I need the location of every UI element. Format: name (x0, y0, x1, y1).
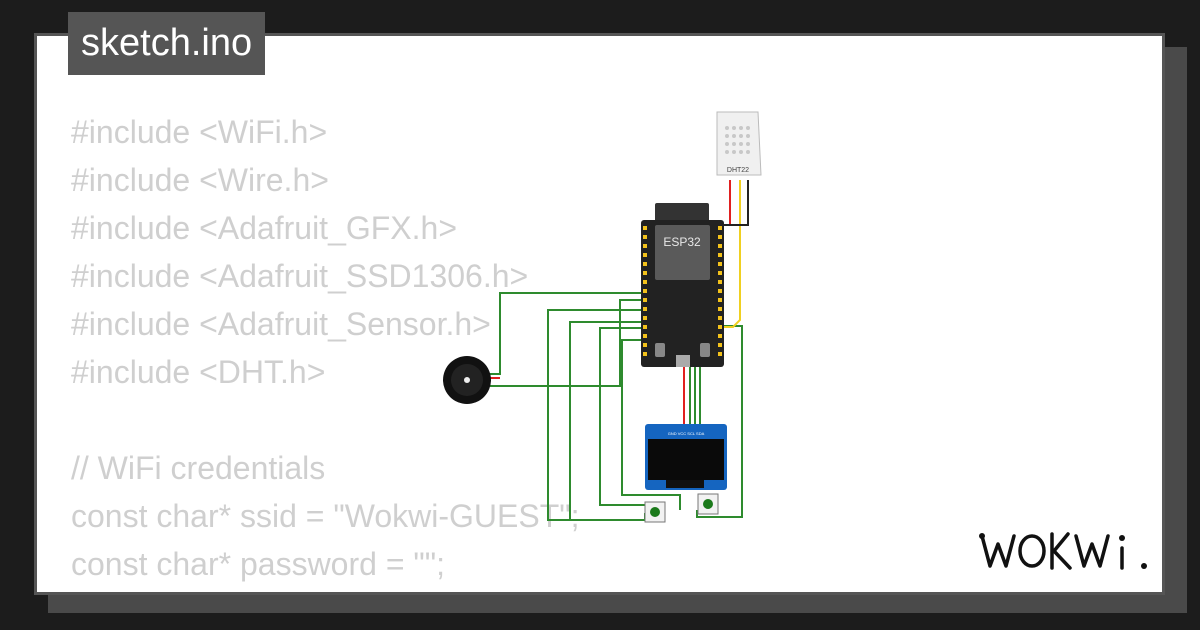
buzzer[interactable] (443, 356, 491, 404)
file-tab[interactable]: sketch.ino (68, 12, 266, 75)
dht22-label: DHT22 (727, 167, 749, 174)
esp32-pins (643, 226, 722, 356)
code-line: const char* ssid = "Wokwi-GUEST"; (71, 498, 580, 534)
code-line: #include <Adafruit_SSD1306.h> (71, 258, 529, 294)
esp32-board[interactable]: ESP32 (641, 203, 724, 367)
code-line: #include <Adafruit_GFX.h> (71, 210, 458, 246)
code-line: #include <DHT.h> (71, 354, 326, 390)
esp32-label: ESP32 (663, 235, 701, 249)
code-line: // WiFi credentials (71, 450, 326, 486)
preview-card: #include <WiFi.h> #include <Wire.h> #inclu… (34, 33, 1165, 595)
oled-display[interactable]: GND VCC SCL SDA (645, 424, 727, 490)
push-button-1[interactable] (644, 501, 666, 523)
code-preview: #include <WiFi.h> #include <Wire.h> #inclu… (71, 108, 579, 588)
ground-wire (720, 180, 749, 226)
code-line: #include <Adafruit_Sensor.h> (71, 306, 491, 342)
dht22-sensor[interactable]: DHT22 (716, 111, 762, 176)
wokwi-logo-mark (979, 532, 1147, 570)
code-line: const char* password = ""; (71, 546, 445, 582)
code-line: #include <Wire.h> (71, 162, 329, 198)
wokwi-logo (978, 526, 1150, 579)
code-line: #include <WiFi.h> (71, 114, 328, 150)
oled-pin-labels: GND VCC SCL SDA (668, 431, 705, 436)
push-button-2[interactable] (697, 493, 719, 515)
